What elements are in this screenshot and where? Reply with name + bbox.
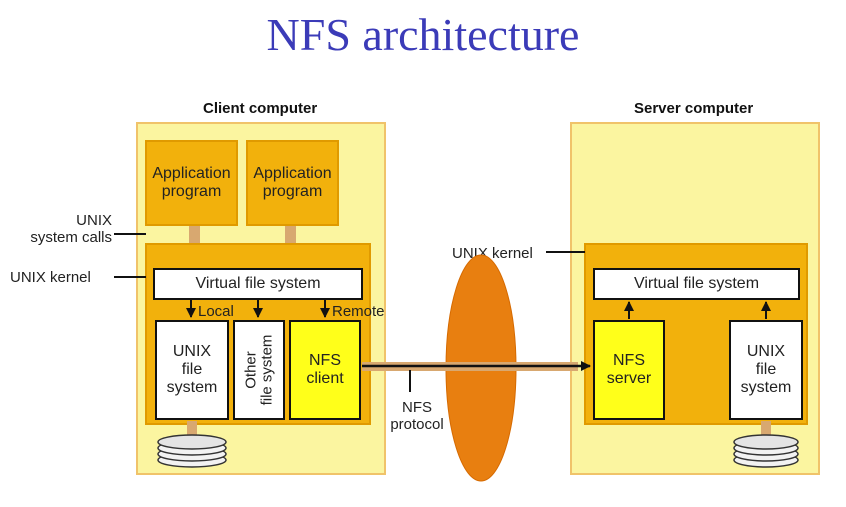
diagram-title: NFS architecture — [266, 9, 580, 60]
app2-connector — [285, 224, 296, 248]
nfs-client-line1: NFS — [308, 352, 341, 369]
server-unix-fs-line2: file — [755, 361, 777, 378]
app2-line1: Application — [253, 165, 332, 182]
client-unix-kernel-label: UNIX kernel — [10, 269, 91, 286]
app1-connector — [189, 224, 200, 248]
system-calls-line2: system calls — [30, 229, 112, 246]
server-disk-icon — [733, 434, 799, 468]
nfs-client-line2: client — [306, 370, 344, 387]
app1-line1: Application — [152, 165, 231, 182]
nfs-server-line2: server — [606, 370, 652, 387]
remote-label: Remote — [332, 303, 385, 320]
server-unix-fs-line1: UNIX — [746, 343, 786, 360]
client-unix-fs-line1: UNIX — [172, 343, 212, 360]
local-label: Local — [198, 303, 234, 320]
app2-line2: program — [262, 183, 323, 200]
protocol-line1: NFS — [402, 399, 432, 416]
client-disk-connector — [187, 421, 197, 439]
protocol-line2: protocol — [390, 416, 444, 433]
client-unix-fs-line2: file — [181, 361, 203, 378]
server-unix-fs-line3: system — [740, 379, 792, 396]
app1-line2: program — [161, 183, 222, 200]
system-calls-line1: UNIX — [76, 212, 112, 229]
client-heading: Client computer — [203, 100, 318, 117]
client-unix-fs-line3: system — [166, 379, 218, 396]
server-heading: Server computer — [634, 100, 754, 117]
client-virtual-file-system: Virtual file system — [153, 268, 363, 300]
nfs-server-line1: NFS — [612, 352, 645, 369]
client-disk-icon — [157, 434, 227, 468]
server-disk-connector — [761, 421, 771, 439]
server-virtual-file-system: Virtual file system — [593, 268, 800, 300]
